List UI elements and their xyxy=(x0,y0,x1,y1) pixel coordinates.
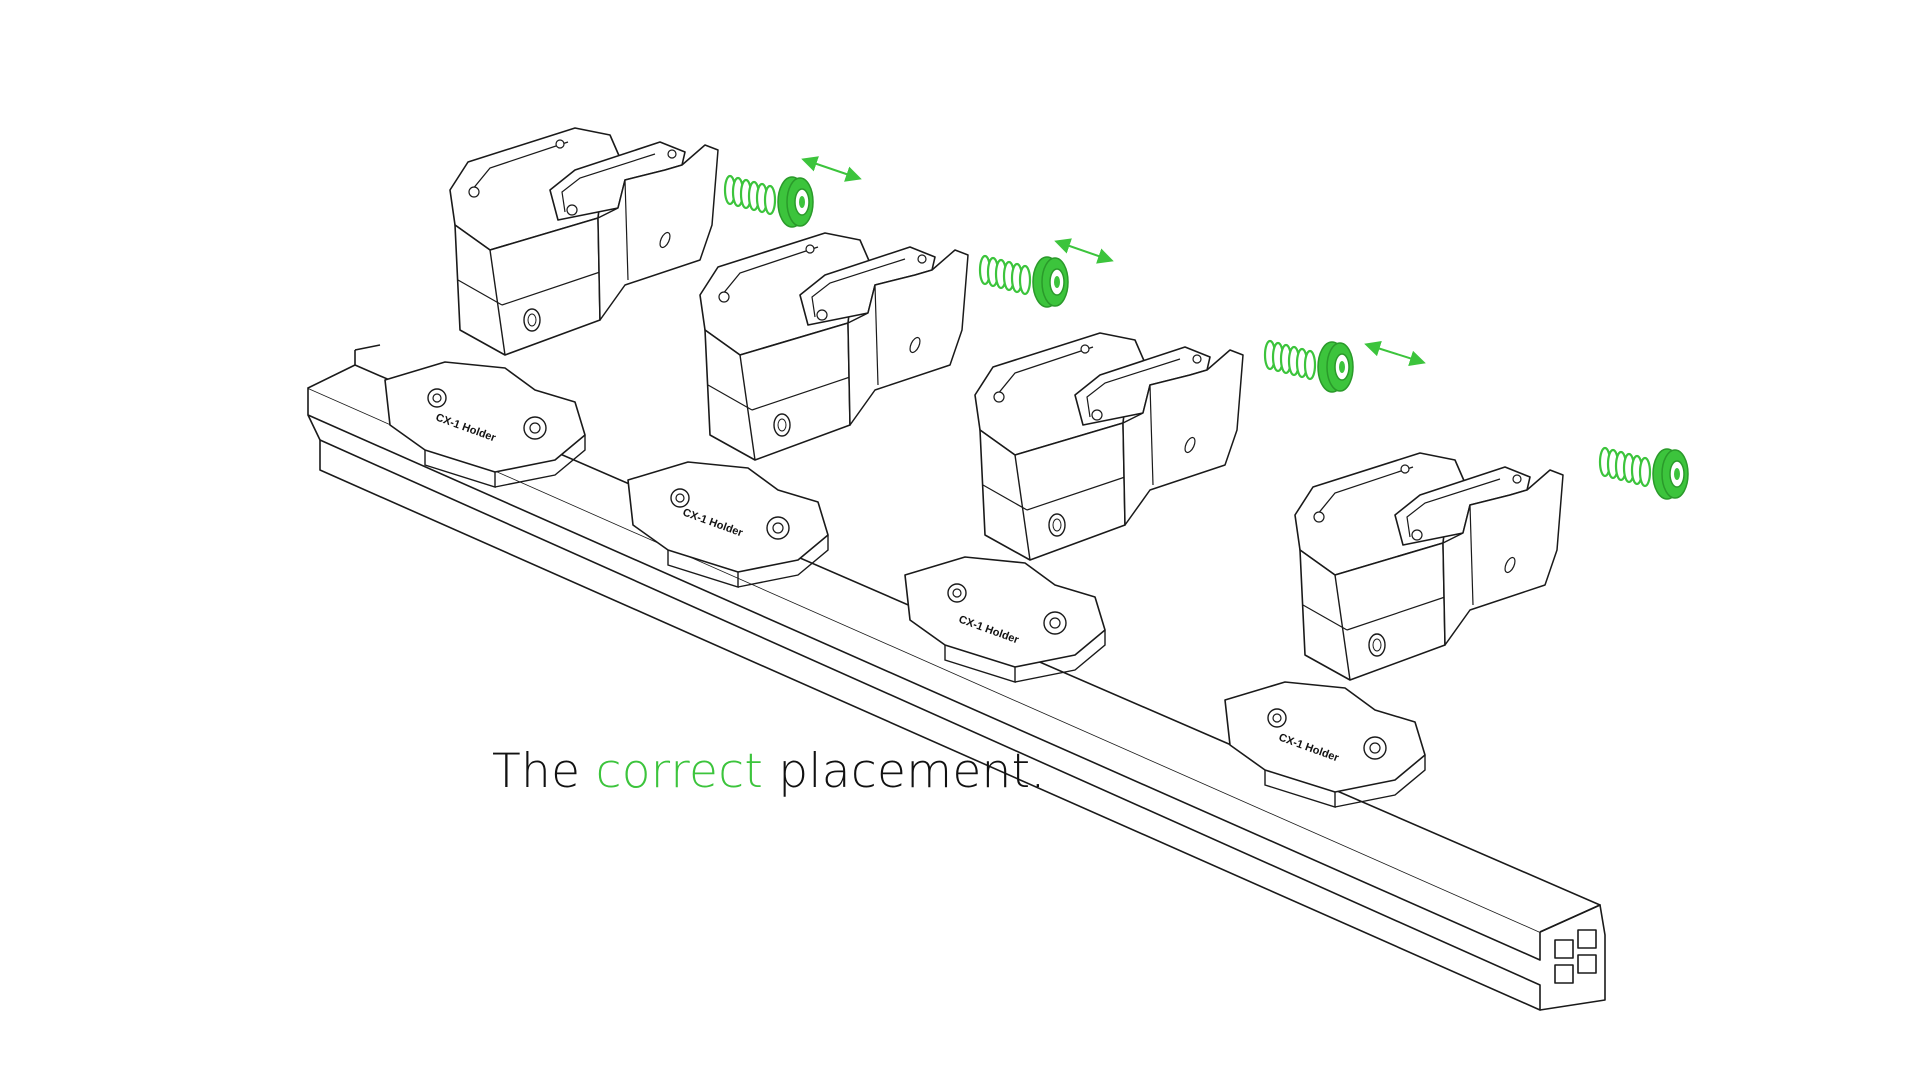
extruder-unit-4: CX-1 Holder xyxy=(1224,452,1564,808)
double-arrow-icon xyxy=(801,156,862,182)
extruder-unit-2: CX-1 Holder xyxy=(627,232,969,588)
extruder-unit-3: CX-1 Holder xyxy=(904,332,1244,683)
caption-accent-word: correct xyxy=(595,744,764,799)
double-arrow-icon xyxy=(1364,340,1426,367)
caption-part-2: placement. xyxy=(763,744,1046,799)
extruder-unit-1: CX-1 Holder xyxy=(384,127,719,488)
caption-part-1: The xyxy=(492,744,596,799)
tensioner-1 xyxy=(723,156,862,229)
tensioner-4 xyxy=(1598,446,1690,501)
caption: The correct placement. xyxy=(492,748,1046,795)
tensioner-2 xyxy=(978,238,1114,309)
double-arrow-icon xyxy=(1054,238,1114,264)
tensioner-3 xyxy=(1263,339,1426,394)
